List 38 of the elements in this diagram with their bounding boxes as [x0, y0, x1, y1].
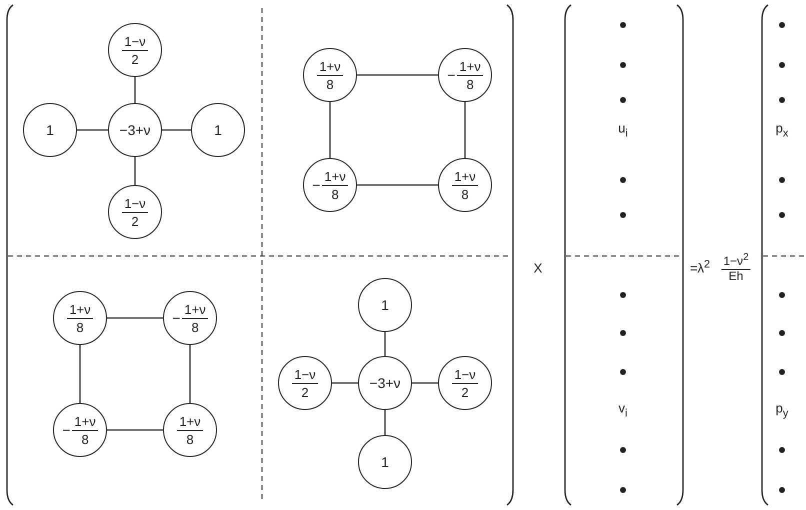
- stencil-circle: 1: [191, 103, 245, 157]
- stencil-circle: 1−ν 2: [278, 356, 332, 410]
- stencil-circle: −3+ν: [358, 356, 412, 410]
- connector-line: [189, 345, 191, 403]
- connector-line: [464, 102, 466, 158]
- connector-line: [384, 332, 386, 356]
- connector-line: [79, 345, 81, 403]
- fraction-numerator: 1−ν$^{2}$: [721, 252, 751, 270]
- stencil-circle: 1−ν 2: [438, 356, 492, 410]
- connector-line: [384, 410, 386, 435]
- connector-line: [134, 77, 136, 103]
- connector-line: [162, 129, 191, 131]
- math-label: u$_{i}$: [618, 120, 628, 140]
- stencil-circle: −3+ν: [108, 103, 162, 157]
- connector-line: [357, 184, 438, 186]
- connector-line: [332, 382, 358, 384]
- stencil-circle: 1: [23, 103, 77, 157]
- math-label: v$_{i}$: [618, 400, 628, 420]
- math-label: p$_{y}$: [776, 400, 788, 420]
- stencil-circle: 1−ν 2: [108, 185, 162, 239]
- stencil-circle: 1−ν 2: [108, 23, 162, 77]
- connector-line: [107, 429, 163, 431]
- math-label: =λ$^{2}$: [690, 258, 710, 276]
- stencil-circle: 1+ν 8: [438, 158, 492, 212]
- connector-line: [412, 382, 438, 384]
- connector-line: [134, 157, 136, 185]
- connector-line: [77, 129, 108, 131]
- stencil-circle: 1: [358, 435, 412, 489]
- math-label: X: [534, 260, 542, 276]
- connector-line: [329, 102, 331, 158]
- connector-line: [107, 317, 163, 319]
- fraction-denominator: Eh: [728, 268, 744, 283]
- stencil-circle: 1: [358, 278, 412, 332]
- connector-line: [357, 74, 438, 76]
- stencil-circle: 1+ν 8: [53, 291, 107, 345]
- stencil-circle: 1+ν 8: [163, 403, 217, 457]
- stencil-circle: 1+ν 8: [303, 48, 357, 102]
- math-label: p$_{x}$: [776, 120, 788, 140]
